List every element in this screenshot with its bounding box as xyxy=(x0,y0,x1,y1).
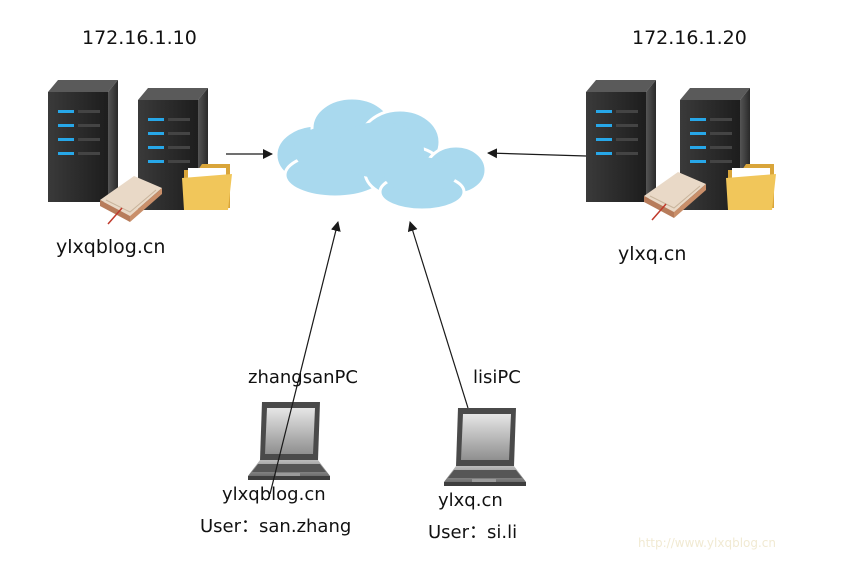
client-pc-name: lisiPC xyxy=(473,367,521,388)
server-domain-label: ylxq.cn xyxy=(618,243,687,265)
laptop-icon xyxy=(248,402,330,480)
arrow-zhangsanpc-to-cloud xyxy=(269,221,341,495)
client-pc-name: zhangsanPC xyxy=(248,367,358,388)
cloud-icon xyxy=(274,96,488,212)
arrow-lisipc-to-cloud xyxy=(407,221,469,409)
server-right xyxy=(586,80,776,221)
folder-icon xyxy=(182,164,232,210)
server-left xyxy=(48,80,232,225)
server-ip-label: 172.16.1.10 xyxy=(82,27,197,49)
server-rack-icon xyxy=(586,80,656,202)
folder-icon xyxy=(726,164,776,210)
server-ip-label: 172.16.1.20 xyxy=(632,27,747,49)
connections xyxy=(226,148,587,495)
server-rack-icon xyxy=(48,80,118,202)
client-domain-label: ylxqblog.cn xyxy=(222,484,326,505)
arrow-server-right-to-cloud xyxy=(487,148,587,159)
server-domain-label: ylxqblog.cn xyxy=(56,236,166,258)
client-user-label: User：si.li xyxy=(428,522,518,543)
watermark: http://www.ylxqblog.cn xyxy=(638,536,776,550)
client-domain-label: ylxq.cn xyxy=(438,490,503,511)
client-user-label: User：san.zhang xyxy=(200,516,352,537)
laptop-icon xyxy=(444,408,526,486)
